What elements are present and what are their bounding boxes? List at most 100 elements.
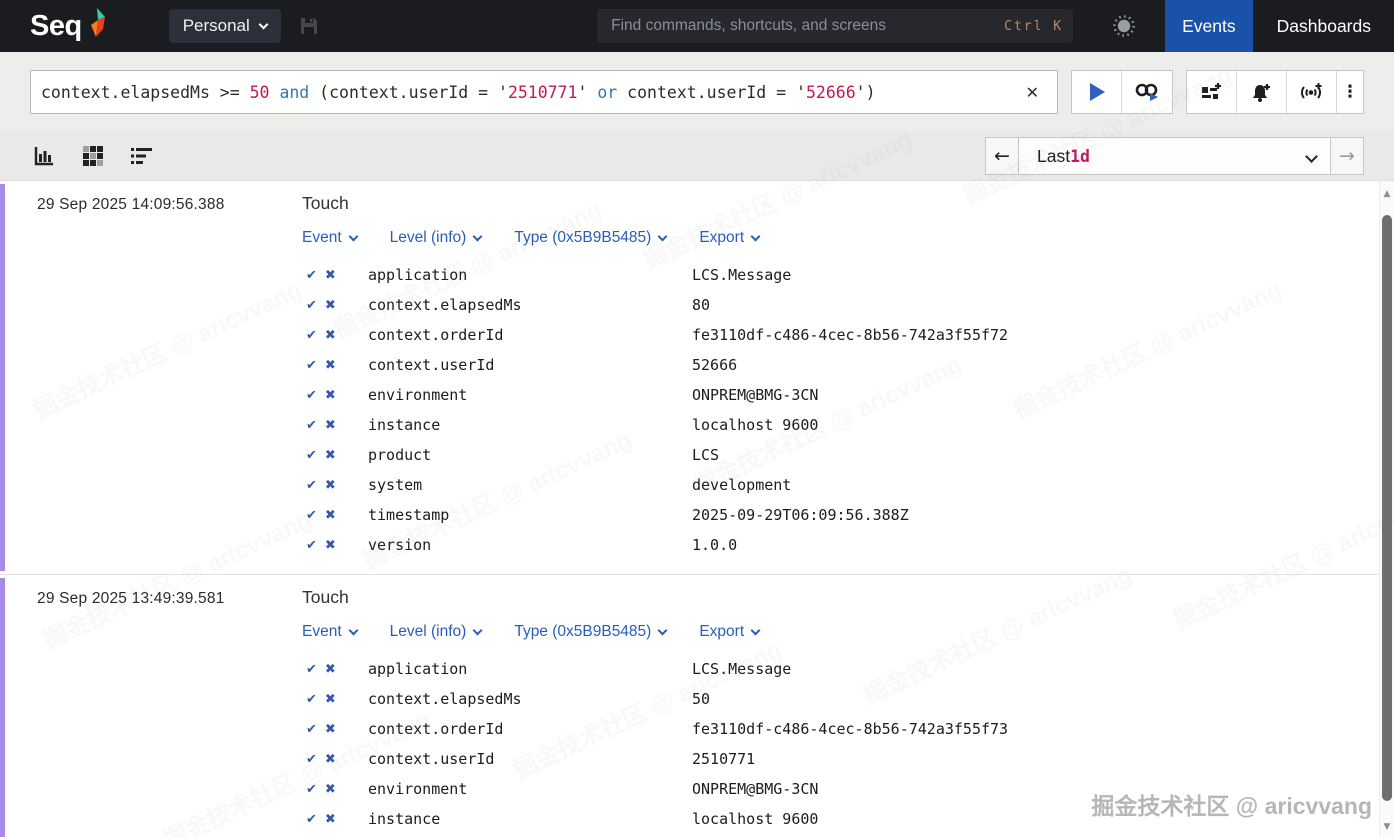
property-filter-icons: ✔ ✖ (302, 813, 368, 826)
property-filter-icons: ✔ ✖ (302, 539, 368, 552)
property-value: 80 (692, 296, 1394, 314)
event-link-export[interactable]: Export (699, 229, 759, 247)
query-token: 52666 (806, 83, 856, 102)
exclude-filter-icon[interactable]: ✖ (325, 723, 336, 736)
property-value: 2025-09-29T06:09:56.388Z (692, 506, 1394, 524)
scroll-up-icon[interactable]: ▲ (1380, 189, 1394, 199)
event-link-label: Event (302, 623, 342, 641)
property-value: 1.0.0 (692, 536, 1394, 554)
range-back-button[interactable]: ← (985, 137, 1018, 175)
include-filter-icon[interactable]: ✔ (306, 693, 317, 706)
query-token: context.userId = ' (617, 83, 806, 102)
clear-query-button[interactable]: ✕ (1018, 79, 1047, 106)
include-filter-icon[interactable]: ✔ (306, 269, 317, 282)
overflow-menu-button[interactable]: ⋮ (1337, 71, 1363, 113)
property-value: localhost 9600 (692, 810, 1394, 828)
grid-icon (82, 145, 104, 167)
exclude-filter-icon[interactable]: ✖ (325, 509, 336, 522)
exclude-filter-icon[interactable]: ✖ (325, 269, 336, 282)
seq-logo: Seq (30, 10, 107, 43)
include-filter-icon[interactable]: ✔ (306, 539, 317, 552)
chevron-down-icon (258, 20, 268, 30)
chevron-down-icon (348, 232, 358, 242)
range-forward-button[interactable]: → (1331, 137, 1364, 175)
exclude-filter-icon[interactable]: ✖ (325, 693, 336, 706)
include-filter-icon[interactable]: ✔ (306, 329, 317, 342)
include-filter-icon[interactable]: ✔ (306, 479, 317, 492)
include-filter-icon[interactable]: ✔ (306, 753, 317, 766)
property-row: ✔ ✖ context.orderId fe3110df-c486-4cec-8… (302, 714, 1394, 744)
save-workspace-button[interactable] (299, 16, 319, 36)
property-filter-icons: ✔ ✖ (302, 269, 368, 282)
top-bar: Seq Personal Find commands, shortcuts, a… (0, 0, 1394, 52)
vertical-scrollbar[interactable]: ▲ ▼ (1379, 181, 1394, 837)
exclude-filter-icon[interactable]: ✖ (325, 329, 336, 342)
exclude-filter-icon[interactable]: ✖ (325, 359, 336, 372)
exclude-filter-icon[interactable]: ✖ (325, 389, 336, 402)
exclude-filter-icon[interactable]: ✖ (325, 663, 336, 676)
include-filter-icon[interactable]: ✔ (306, 509, 317, 522)
property-value: 50 (692, 690, 1394, 708)
property-row: ✔ ✖ system development (302, 470, 1394, 500)
exclude-filter-icon[interactable]: ✖ (325, 783, 336, 796)
event-link-event[interactable]: Event (302, 229, 357, 247)
exclude-filter-icon[interactable]: ✖ (325, 419, 336, 432)
event-link-label: Type (0x5B9B5485) (514, 623, 651, 641)
include-filter-icon[interactable]: ✔ (306, 449, 317, 462)
exclude-filter-icon[interactable]: ✖ (325, 449, 336, 462)
tail-stream-button[interactable] (1122, 71, 1172, 113)
include-filter-icon[interactable]: ✔ (306, 359, 317, 372)
include-filter-icon[interactable]: ✔ (306, 783, 317, 796)
event-message: Touch (302, 587, 1394, 608)
add-alert-button[interactable] (1237, 71, 1287, 113)
workspace-selector[interactable]: Personal (169, 9, 281, 43)
exclude-filter-icon[interactable]: ✖ (325, 479, 336, 492)
include-filter-icon[interactable]: ✔ (306, 813, 317, 826)
run-query-button[interactable] (1072, 71, 1122, 113)
tail-infinity-icon (1134, 81, 1160, 103)
time-range-select[interactable]: Last 1d (1018, 137, 1331, 175)
save-icon (299, 16, 319, 36)
theme-toggle-button[interactable] (1111, 13, 1137, 39)
event-link-level-info[interactable]: Level (info) (390, 229, 482, 247)
scrollbar-thumb[interactable] (1382, 215, 1392, 801)
include-filter-icon[interactable]: ✔ (306, 299, 317, 312)
include-filter-icon[interactable]: ✔ (306, 663, 317, 676)
property-row: ✔ ✖ context.userId 2510771 (302, 744, 1394, 774)
query-text: context.elapsedMs >= 50 and (context.use… (41, 83, 1018, 102)
add-signal-button[interactable] (1287, 71, 1337, 113)
list-view-button[interactable] (128, 145, 156, 167)
event-link-export[interactable]: Export (699, 623, 759, 641)
property-filter-icons: ✔ ✖ (302, 449, 368, 462)
command-search-input[interactable]: Find commands, shortcuts, and screens Ct… (597, 9, 1073, 43)
property-filter-icons: ✔ ✖ (302, 479, 368, 492)
exclude-filter-icon[interactable]: ✖ (325, 813, 336, 826)
tab-dashboards[interactable]: Dashboards (1253, 0, 1394, 52)
histogram-view-button[interactable] (30, 143, 58, 169)
property-value: development (692, 476, 1394, 494)
include-filter-icon[interactable]: ✔ (306, 723, 317, 736)
event-link-level-info[interactable]: Level (info) (390, 623, 482, 641)
grid-view-button[interactable] (80, 143, 106, 169)
property-name: environment (368, 386, 692, 404)
exclude-filter-icon[interactable]: ✖ (325, 753, 336, 766)
event-properties: ✔ ✖ application LCS.Message ✔ ✖ context.… (302, 260, 1394, 560)
event-timestamp: 29 Sep 2025 14:09:56.388 (0, 193, 302, 560)
property-name: instance (368, 416, 692, 434)
include-filter-icon[interactable]: ✔ (306, 419, 317, 432)
event-link-type-0x5b9b5485[interactable]: Type (0x5B9B5485) (514, 229, 666, 247)
exclude-filter-icon[interactable]: ✖ (325, 299, 336, 312)
event-link-type-0x5b9b5485[interactable]: Type (0x5B9B5485) (514, 623, 666, 641)
add-to-dashboard-button[interactable] (1187, 71, 1237, 113)
event-properties: ✔ ✖ application LCS.Message ✔ ✖ context.… (302, 654, 1394, 834)
chevron-down-icon (473, 626, 483, 636)
include-filter-icon[interactable]: ✔ (306, 389, 317, 402)
scroll-down-icon[interactable]: ▼ (1380, 822, 1394, 832)
filter-query-input[interactable]: context.elapsedMs >= 50 and (context.use… (30, 70, 1058, 114)
property-row: ✔ ✖ context.elapsedMs 50 (302, 684, 1394, 714)
event-link-event[interactable]: Event (302, 623, 357, 641)
property-name: context.orderId (368, 326, 692, 344)
property-value: LCS.Message (692, 660, 1394, 678)
tab-events[interactable]: Events (1165, 0, 1253, 52)
exclude-filter-icon[interactable]: ✖ (325, 539, 336, 552)
